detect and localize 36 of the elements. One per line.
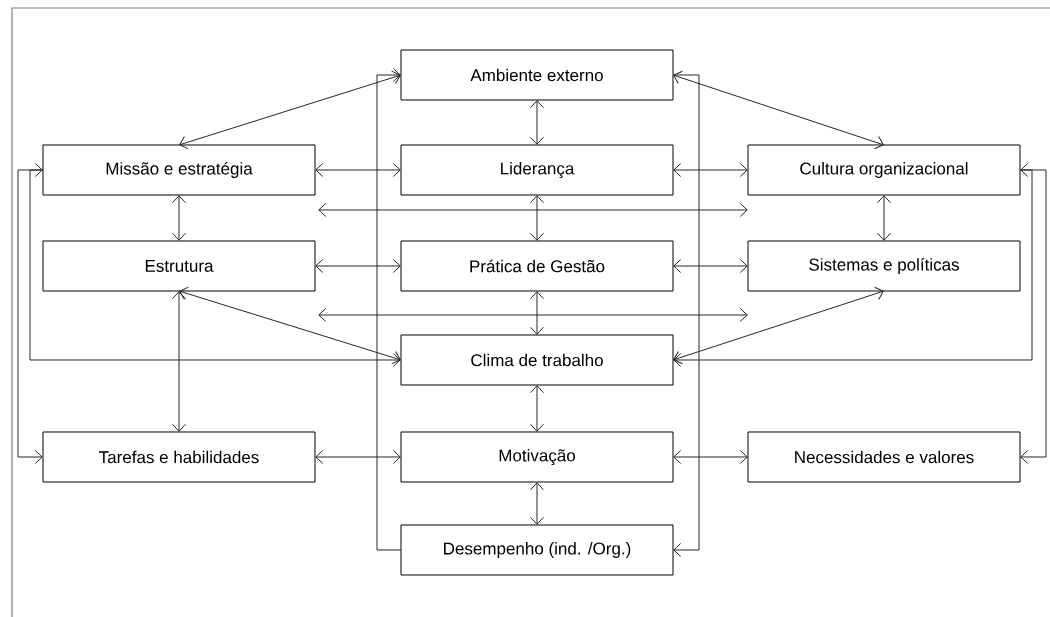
process-box: Estrutura <box>42 240 316 292</box>
process-box: Motivação <box>400 431 674 483</box>
process-box: Tarefas e habilidades <box>42 431 316 483</box>
arrow <box>673 163 748 177</box>
arrow <box>376 68 402 551</box>
arrow <box>530 482 544 525</box>
arrow <box>315 450 401 464</box>
process-box: Prática de Gestão <box>400 240 674 292</box>
arrow <box>172 195 186 241</box>
arrow <box>29 169 401 367</box>
process-box: Sistemas e políticas <box>747 240 1021 292</box>
arrow <box>672 74 700 557</box>
arrow <box>530 385 544 432</box>
arrow <box>315 163 401 177</box>
arrow <box>530 100 544 145</box>
process-box: Cultura organizacional <box>747 144 1021 196</box>
arrow <box>673 259 748 273</box>
process-box: Liderança <box>400 144 674 196</box>
arrow <box>673 286 884 365</box>
arrow <box>1020 163 1047 464</box>
arrow <box>673 169 1033 367</box>
arrow <box>172 291 186 432</box>
arrow <box>530 195 544 241</box>
arrow <box>673 70 884 150</box>
arrow <box>315 259 401 273</box>
arrow <box>179 70 401 150</box>
arrow <box>530 291 544 335</box>
arrow <box>17 163 43 464</box>
arrow <box>179 286 401 365</box>
process-box: Ambiente externo <box>400 49 674 101</box>
arrow <box>673 450 748 464</box>
process-box: Missão e estratégia <box>42 144 316 196</box>
process-box: Clima de trabalho <box>400 334 674 386</box>
arrow <box>877 195 891 241</box>
process-box: Necessidades e valores <box>747 431 1021 483</box>
process-box: Desempenho (ind. /Org.) <box>400 524 674 576</box>
